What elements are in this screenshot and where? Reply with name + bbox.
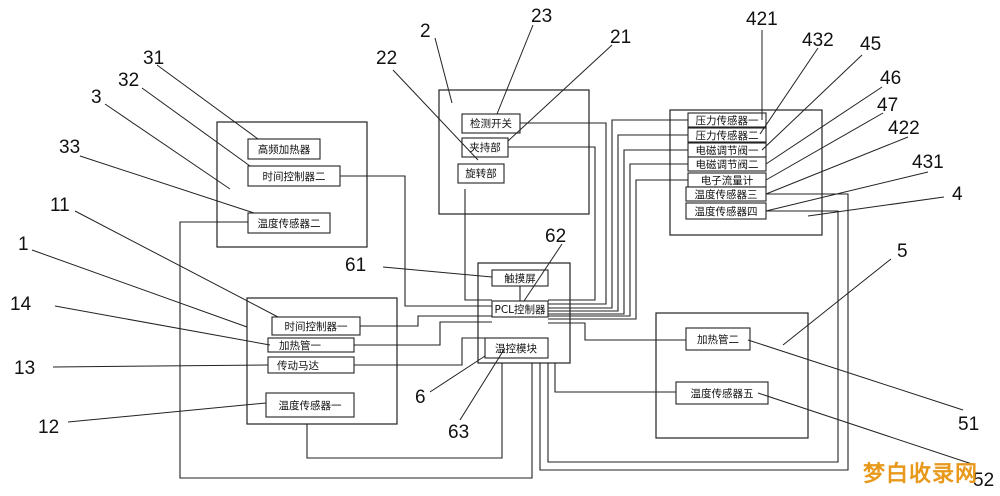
component-em-valve-2: 电磁调节阀二 <box>687 156 767 172</box>
component-temp-sensor-2: 温度传感器二 <box>247 212 331 234</box>
component-motor: 传动马达 <box>267 356 355 374</box>
reference-numerals: 31 32 3 33 2 23 21 22 421 432 45 46 47 4… <box>10 6 994 491</box>
unit-6-enclosure <box>477 262 571 364</box>
ref-33: 33 <box>59 137 80 158</box>
ref-31: 31 <box>143 48 164 69</box>
svg-text:时间控制器一: 时间控制器一 <box>285 320 348 333</box>
ref-3: 3 <box>91 87 102 108</box>
ref-52: 52 <box>973 470 994 491</box>
ref-46: 46 <box>880 68 901 89</box>
ref-2: 2 <box>420 21 431 42</box>
svg-text:电磁调节阀一: 电磁调节阀一 <box>696 144 759 157</box>
component-pressure-sensor-2: 压力传感器二 <box>687 127 767 143</box>
component-temp-sensor-5: 温度传感器五 <box>675 381 769 405</box>
svg-text:温度传感器四: 温度传感器四 <box>695 205 758 218</box>
component-touchscreen: 触摸屏 <box>491 269 549 287</box>
component-time-controller-2: 时间控制器二 <box>247 165 341 187</box>
svg-text:检测开关: 检测开关 <box>470 117 512 130</box>
component-temp-sensor-1: 温度传感器一 <box>265 392 355 418</box>
ref-13: 13 <box>14 358 35 379</box>
svg-text:PCL控制器: PCL控制器 <box>494 303 546 316</box>
ref-51: 51 <box>958 414 979 435</box>
component-detect-switch: 检测开关 <box>461 113 521 134</box>
ref-14: 14 <box>10 294 32 315</box>
svg-text:压力传感器一: 压力传感器一 <box>696 114 759 127</box>
svg-text:高频加热器: 高频加热器 <box>258 143 311 156</box>
ref-11: 11 <box>50 195 70 216</box>
component-pressure-sensor-1: 压力传感器一 <box>687 112 767 128</box>
ref-61: 61 <box>345 255 366 276</box>
ref-22: 22 <box>376 48 397 69</box>
ref-4: 4 <box>952 184 963 205</box>
ref-23: 23 <box>531 6 552 27</box>
svg-text:压力传感器二: 压力传感器二 <box>696 129 759 142</box>
svg-text:加热管二: 加热管二 <box>697 333 739 346</box>
component-heat-tube-1: 加热管一 <box>267 337 355 353</box>
svg-text:温度传感器二: 温度传感器二 <box>258 217 321 230</box>
ref-6: 6 <box>415 387 426 408</box>
svg-text:电子流量计: 电子流量计 <box>701 174 754 187</box>
unit-3-enclosure <box>216 121 368 248</box>
component-em-valve-1: 电磁调节阀一 <box>687 142 767 158</box>
ref-12: 12 <box>38 417 59 438</box>
svg-text:旋转部: 旋转部 <box>465 167 497 180</box>
ref-32: 32 <box>118 70 139 91</box>
watermark-logo: 梦白收录网 <box>862 462 978 487</box>
wiring <box>179 119 849 479</box>
ref-421: 421 <box>746 9 778 30</box>
svg-text:加热管一: 加热管一 <box>279 339 321 352</box>
svg-text:夹持部: 夹持部 <box>469 141 501 154</box>
component-time-controller-1: 时间控制器一 <box>271 316 361 336</box>
svg-text:温控模块: 温控模块 <box>495 342 537 355</box>
ref-21: 21 <box>610 27 631 48</box>
ref-47: 47 <box>877 95 898 116</box>
svg-text:传动马达: 传动马达 <box>277 360 319 372</box>
component-flowmeter: 电子流量计 <box>687 172 767 188</box>
component-rotate: 旋转部 <box>457 163 505 184</box>
ref-422: 422 <box>888 118 920 139</box>
unit-2-enclosure <box>438 89 590 215</box>
component-temp-sensor-4: 温度传感器四 <box>685 202 767 220</box>
component-temp-sensor-3: 温度传感器三 <box>685 186 767 202</box>
svg-text:温度传感器五: 温度传感器五 <box>691 387 754 400</box>
unit-4-enclosure <box>669 109 823 236</box>
ref-1: 1 <box>18 234 29 255</box>
unit-5-enclosure <box>655 312 809 439</box>
ref-432: 432 <box>802 30 834 51</box>
component-heat-tube-2: 加热管二 <box>685 327 751 351</box>
svg-text:温度传感器三: 温度传感器三 <box>695 188 758 201</box>
ref-431: 431 <box>912 152 944 173</box>
ref-45: 45 <box>860 34 881 55</box>
svg-text:电磁调节阀二: 电磁调节阀二 <box>696 158 759 171</box>
component-gaopin-heater: 高频加热器 <box>247 138 321 160</box>
leader-lines <box>31 24 976 466</box>
unit-1-enclosure <box>246 297 398 425</box>
component-plc-controller: PCL控制器 <box>491 300 549 318</box>
component-clamp: 夹持部 <box>461 137 509 158</box>
ref-5: 5 <box>897 241 908 262</box>
ref-62: 62 <box>545 226 566 247</box>
svg-text:温度传感器一: 温度传感器一 <box>279 399 342 412</box>
ref-63: 63 <box>448 422 469 443</box>
svg-text:时间控制器二: 时间控制器二 <box>263 170 326 183</box>
component-temp-module: 温控模块 <box>484 337 549 359</box>
svg-text:触摸屏: 触摸屏 <box>504 272 536 285</box>
